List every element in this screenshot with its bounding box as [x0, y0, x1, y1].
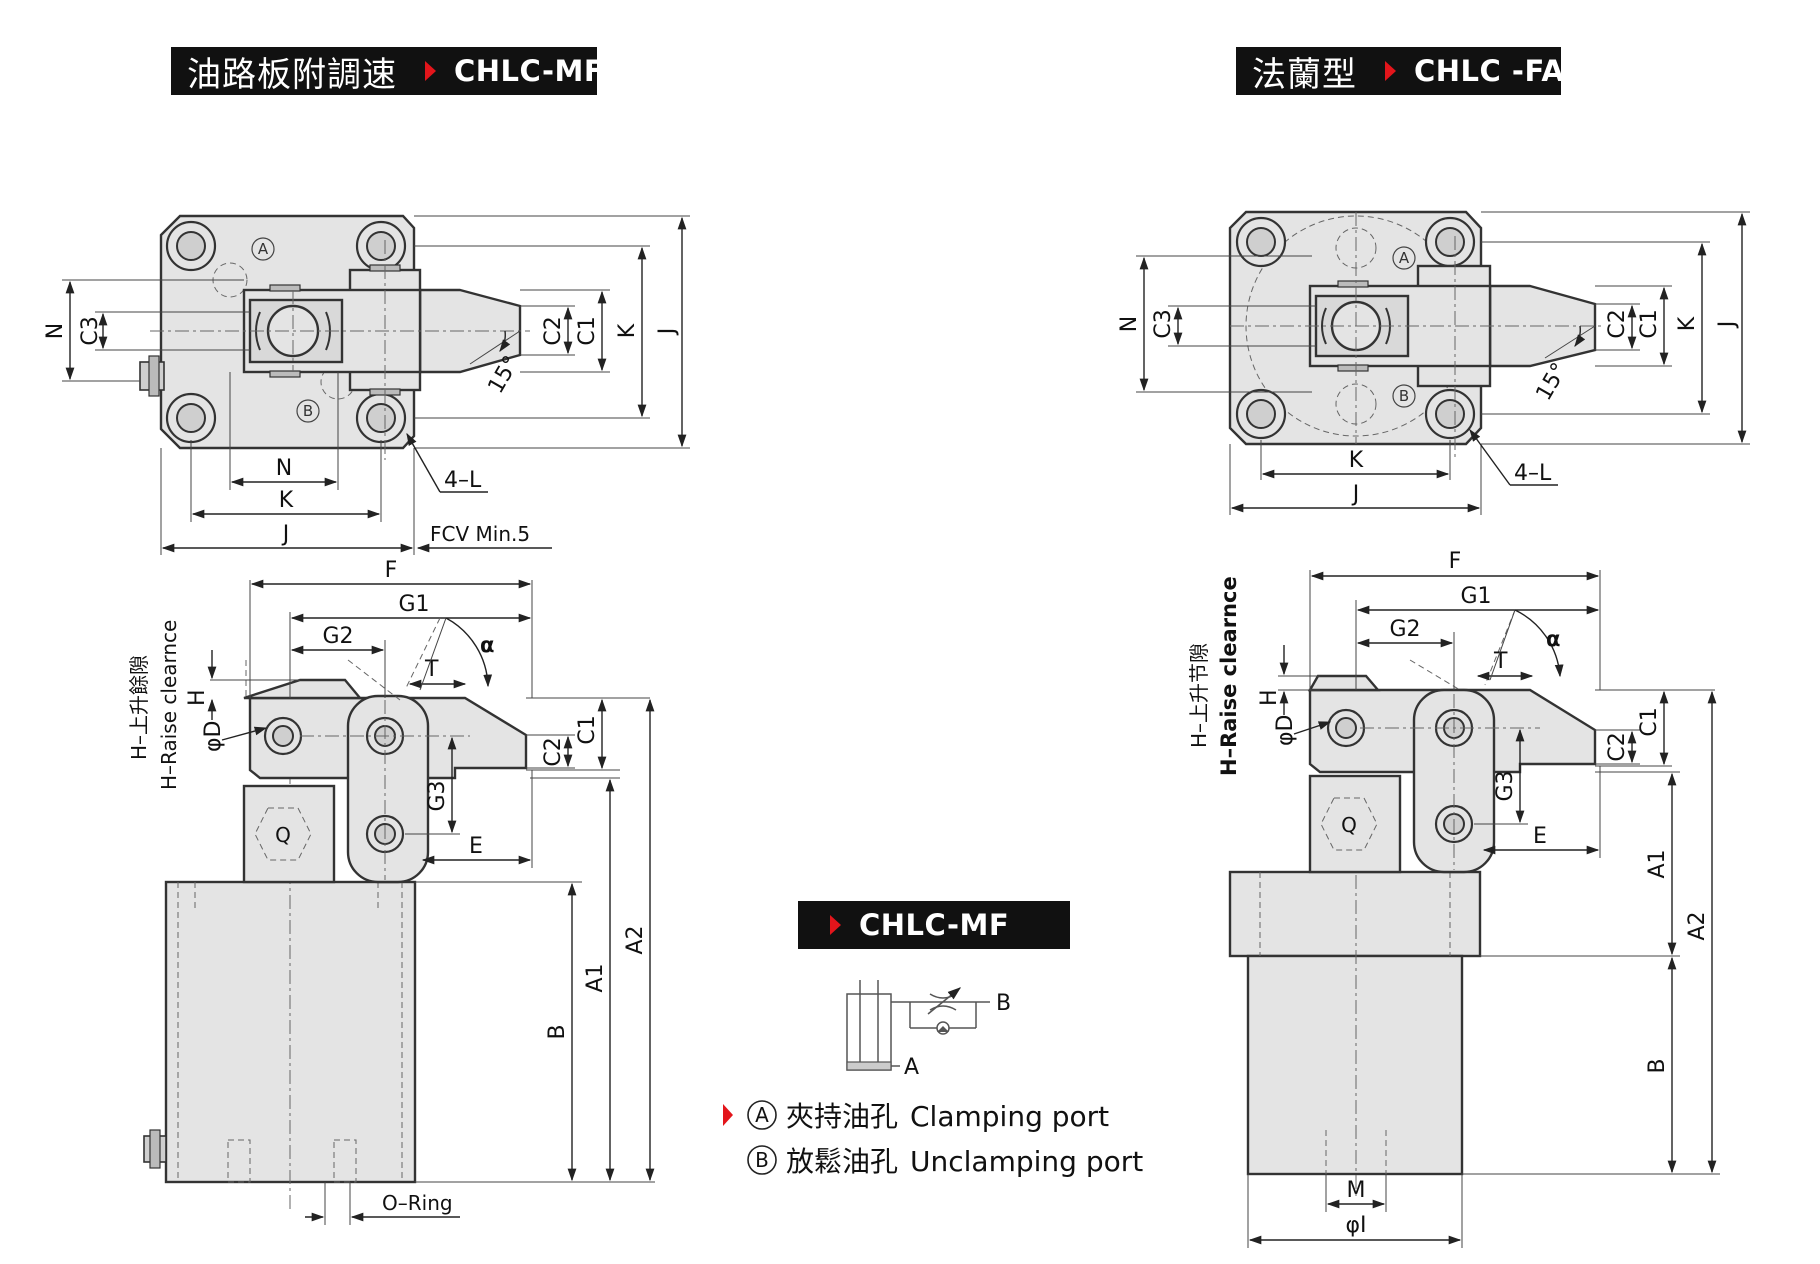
banner-right-en: CHLC -FA [1414, 54, 1565, 88]
right-top-view: A B 15° N C3 C2 C1 [1117, 210, 1750, 515]
bolt-hole [165, 220, 217, 272]
dim-g2-left: G2 [322, 624, 353, 649]
dim-g1-left: G1 [398, 592, 429, 617]
dim-j-bottom-left: J [281, 522, 290, 547]
banner-right: 法蘭型 CHLC -FA [1236, 47, 1565, 95]
dim-g3-left: G3 [425, 780, 450, 811]
dim-phid-right: φD [1273, 715, 1298, 746]
dim-t-right: T [1493, 649, 1508, 674]
raise-en-left: H–Raise clearnce [157, 620, 181, 790]
legend-mark-a: A [755, 1103, 769, 1127]
dim-alpha-left: α [480, 633, 494, 657]
dim-g3-right: G3 [1493, 770, 1518, 801]
port-legend: A 夾持油孔 Clamping port B 放鬆油孔 Unclamping p… [723, 1100, 1143, 1178]
circuit-a-label: A [904, 1055, 919, 1080]
dim-c1-side-left: C1 [575, 715, 600, 744]
bolt-hole [1235, 388, 1287, 440]
dim-f-left: F [385, 558, 398, 583]
bolt-hole [355, 392, 407, 444]
dim-m: M [1347, 1178, 1366, 1203]
dim-q-left: Q [275, 823, 291, 847]
raise-cn-left: H–上升餘隙 [127, 655, 151, 760]
dim-k-right-right: K [1675, 316, 1700, 331]
dim-h-left: H [185, 689, 210, 706]
dim-phii: φI [1345, 1213, 1366, 1238]
dim-k-right-left: K [615, 323, 640, 338]
left-top-view: A B 15° N C3 [43, 214, 690, 555]
raise-en-right: H–Raise clearnce [1217, 576, 1241, 776]
port-b-mark: B [303, 402, 313, 420]
banner-left: 油路板附調速 CHLC-MF [171, 47, 604, 95]
left-side-view: Q F G1 G2 T α H [127, 558, 655, 1225]
dim-k-bottom-left: K [279, 488, 294, 513]
hydraulic-circuit: B A [846, 980, 1011, 1080]
dim-a2-right: A2 [1685, 911, 1710, 940]
dim-c1-side-right: C1 [1637, 707, 1662, 736]
dim-q-right: Q [1341, 813, 1357, 837]
dim-t-left: T [424, 657, 439, 682]
dim-h-right: H [1257, 689, 1282, 706]
dim-c2-side-right: C2 [1605, 732, 1630, 761]
dim-c2-top-right: C2 [1605, 309, 1630, 338]
dim-a2-left: A2 [623, 925, 648, 954]
banner-arrow-icon [425, 61, 436, 81]
dim-k-bottom-right: K [1349, 448, 1364, 473]
dim-phid-left: φD [201, 721, 226, 752]
dim-j-right-right: J [1715, 321, 1740, 330]
legend-mark-b: B [755, 1148, 769, 1172]
bolt-hole [1424, 388, 1476, 440]
banner-left-en: CHLC-MF [454, 54, 605, 88]
legend-b-en: Unclamping port [910, 1145, 1143, 1178]
banner-arrow-icon [1385, 61, 1396, 81]
dim-b-right: B [1645, 1058, 1670, 1073]
dim-c1-top-left: C1 [575, 316, 600, 345]
dim-b-left: B [545, 1024, 570, 1039]
dim-f-right: F [1449, 549, 1462, 574]
legend-b-cn: 放鬆油孔 [786, 1145, 898, 1178]
raise-cn-right: H–上升节隙 [1187, 643, 1211, 748]
dim-n-bottom: N [276, 456, 292, 481]
bolt-hole [1235, 216, 1287, 268]
dim-4l-right: 4–L [1514, 461, 1552, 486]
banner-center-en: CHLC-MF [859, 908, 1010, 942]
dim-n-right: N [1117, 316, 1142, 332]
legend-arrow-icon [723, 1104, 733, 1126]
dim-fcv-min: FCV Min.5 [430, 522, 530, 546]
port-a-mark-right: A [1399, 249, 1410, 267]
dim-a1-right: A1 [1645, 849, 1670, 878]
dim-c1-top-right: C1 [1637, 309, 1662, 338]
dim-j-right-left: J [655, 328, 680, 337]
bolt-hole [355, 220, 407, 272]
bolt-hole [1424, 216, 1476, 268]
legend-a-en: Clamping port [910, 1100, 1109, 1133]
dim-4l-left: 4–L [444, 468, 482, 493]
dim-a1-left: A1 [583, 963, 608, 992]
dim-c2-side-left: C2 [541, 737, 566, 766]
dim-n-left: N [43, 323, 68, 339]
legend-a-cn: 夾持油孔 [786, 1100, 898, 1133]
dim-e-right: E [1533, 824, 1547, 849]
banner-arrow-icon [830, 915, 841, 935]
dim-g2-right: G2 [1389, 617, 1420, 642]
dim-alpha-right: α [1546, 627, 1560, 651]
dim-g1-right: G1 [1460, 584, 1491, 609]
dim-15-deg-right: 15° [1532, 359, 1573, 405]
port-b-mark-right: B [1399, 387, 1409, 405]
dim-j-bottom-right: J [1351, 482, 1360, 507]
banner-center: CHLC-MF [798, 901, 1070, 949]
dim-c3-left: C3 [78, 316, 103, 345]
circuit-b-label: B [996, 991, 1011, 1016]
right-side-view: Q F G1 G2 T α H φD [1187, 549, 1720, 1248]
banner-right-zh: 法蘭型 [1252, 54, 1357, 95]
banner-left-zh: 油路板附調速 [187, 54, 397, 95]
dim-e-left: E [469, 834, 483, 859]
dim-oring: O–Ring [382, 1191, 453, 1215]
dim-c2-top-left: C2 [541, 316, 566, 345]
bolt-hole [165, 392, 217, 444]
port-a-mark: A [258, 240, 269, 258]
dim-c3-right: C3 [1151, 309, 1176, 338]
